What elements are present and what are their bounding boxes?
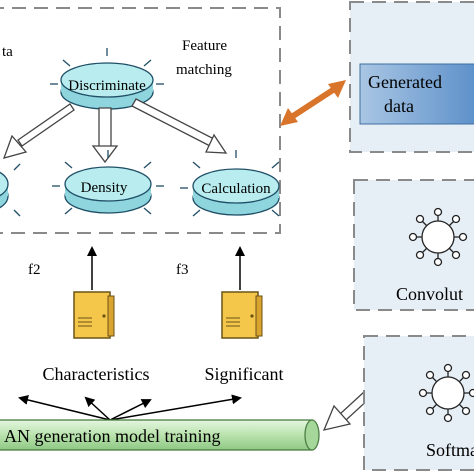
training-pipe: AN generation model training [0, 419, 320, 451]
softmax-panel: Softma [363, 335, 474, 471]
significant-label: Significant [205, 364, 284, 384]
softmax-label: Softma [426, 440, 474, 460]
generated-data-panel: Generated data [349, 1, 474, 153]
calculation-label: Calculation [201, 181, 271, 197]
training-fan-arrows [18, 394, 242, 421]
arrow-to-calculation [131, 98, 215, 147]
f3-label: f3 [176, 262, 189, 278]
convolution-node-icon [408, 207, 468, 267]
generated-data-box [359, 63, 474, 125]
hollow-arrows [2, 98, 228, 164]
door-icon [221, 291, 263, 339]
discriminate-label: Discriminate [68, 78, 146, 94]
softmax-to-pipe-arrow [322, 391, 371, 431]
convolution-label: Convolut [396, 284, 463, 304]
generated-data-line1: Generated [368, 72, 442, 92]
door-icon [73, 291, 115, 339]
partial-top-text: ta [2, 44, 13, 60]
softmax-node-icon [418, 363, 474, 423]
discriminate-node: Discriminate [50, 48, 164, 111]
generated-data-line2: data [384, 96, 414, 116]
orange-double-arrow [280, 80, 346, 126]
f2-label: f2 [28, 262, 41, 278]
arrow-to-left-node [17, 103, 75, 147]
arrow-to-density [98, 107, 112, 149]
left-panel-border [0, 7, 281, 234]
characteristics-label: Characteristics [43, 364, 150, 384]
density-node: Density [52, 150, 164, 215]
feature-matching-line1: Feature [182, 38, 227, 54]
training-pipe-label: AN generation model training [4, 426, 220, 446]
feature-matching-line2: matching [176, 62, 232, 78]
calculation-node: Calculation [180, 150, 280, 217]
density-label: Density [81, 180, 128, 196]
convolution-panel: Convolut [353, 179, 474, 311]
left-partial-node [0, 163, 21, 217]
